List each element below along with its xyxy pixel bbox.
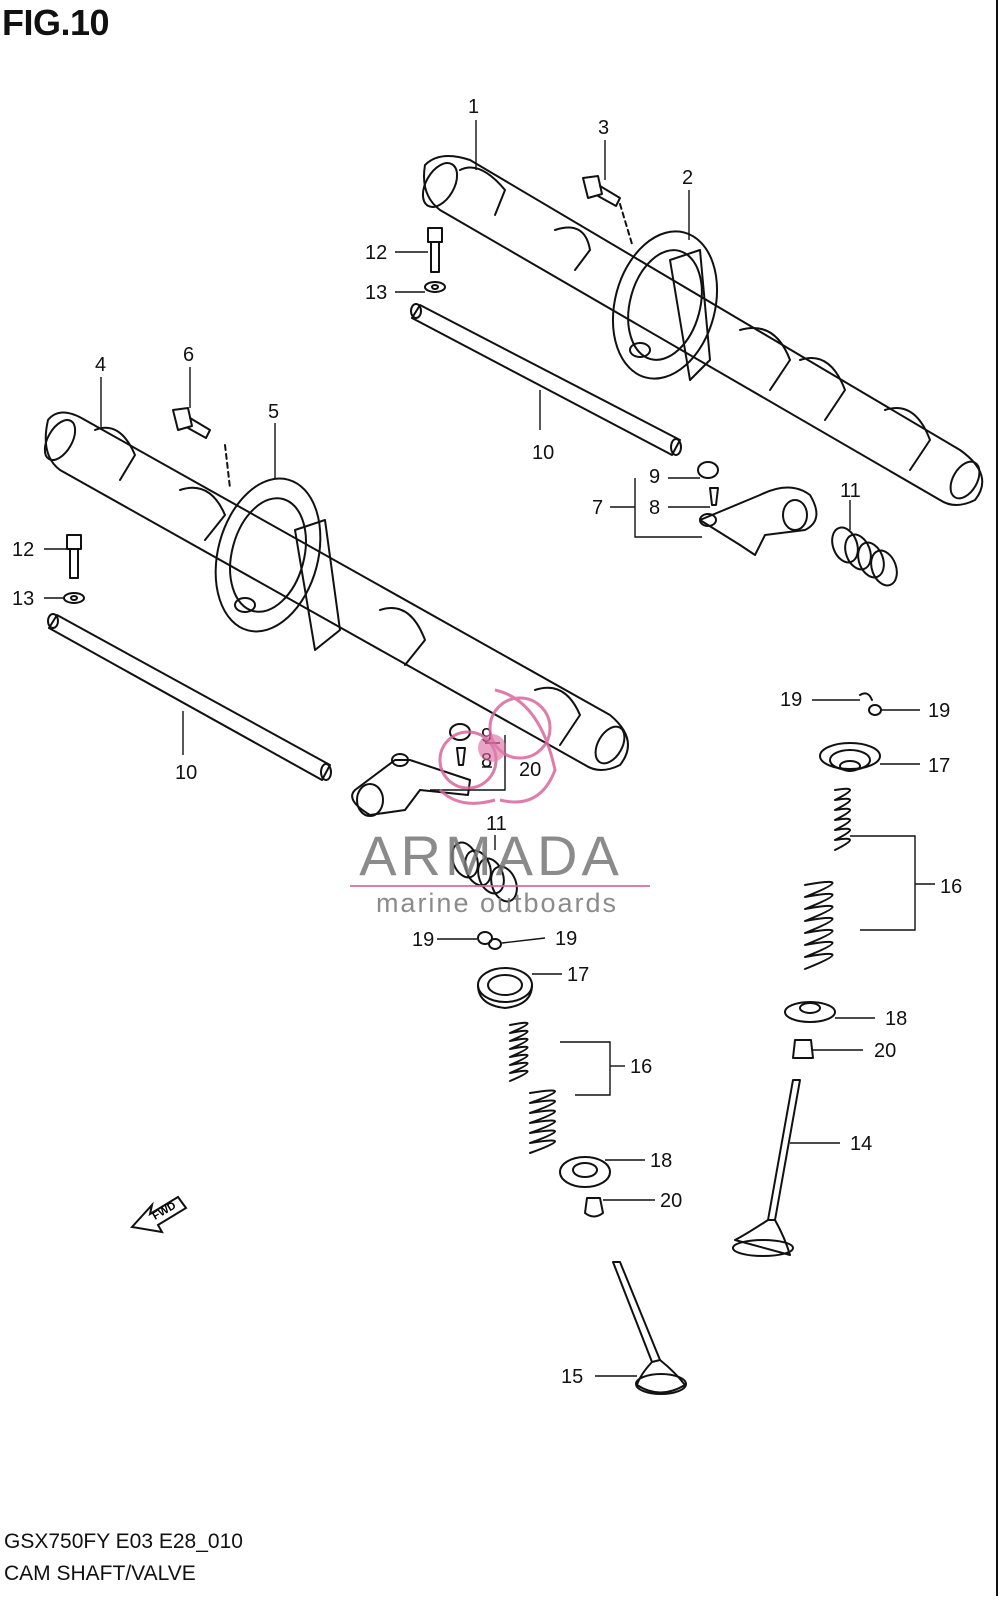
rocker-shaft-lower (47, 613, 332, 781)
callout-19-center-b: 19 (555, 928, 577, 950)
adjuster-screw-lower (456, 747, 466, 766)
camshaft-exhaust (421, 155, 984, 506)
callout-18-right: 18 (885, 1008, 907, 1030)
callout-8-lower: 8 (481, 750, 492, 772)
callout-3: 3 (598, 117, 609, 139)
callout-14: 14 (850, 1133, 872, 1155)
armada-watermark: ARMADA marine outboards (350, 688, 650, 918)
callout-17-center: 17 (567, 964, 589, 986)
callout-4: 4 (95, 354, 106, 376)
model-code: GSX750FY E03 E28_010 (4, 1530, 243, 1553)
retainer-center (477, 967, 533, 1009)
valve-springs-center (509, 1021, 556, 1154)
sprocket-bolt-upper (582, 175, 633, 245)
exhaust-valve (732, 1079, 801, 1257)
callout-13-lower: 13 (12, 588, 34, 610)
valve-seal-center (584, 1197, 604, 1218)
figure-title: FIG.10 (2, 2, 110, 43)
camshaft-intake (43, 411, 629, 771)
callout-10-upper: 10 (532, 442, 554, 464)
adjuster-screw-upper (709, 487, 719, 506)
valve-seal-right (792, 1039, 814, 1059)
callout-13-upper: 13 (365, 282, 387, 304)
spring-seat-center (559, 1156, 611, 1188)
callout-10-lower: 10 (175, 762, 197, 784)
callout-1: 1 (468, 96, 479, 118)
rocker-shaft-bolt-lower (63, 534, 85, 604)
sprocket-bolt-lower (172, 407, 231, 489)
adjuster-nut-upper (697, 461, 719, 479)
cam-sprocket-intake (214, 477, 341, 651)
valve-springs-right (804, 787, 851, 970)
callout-19-right-b: 19 (928, 700, 950, 722)
retainer-right (819, 742, 881, 772)
callout-9-upper: 9 (649, 466, 660, 488)
intake-valve (612, 1261, 687, 1395)
callout-19-right-a: 19 (780, 689, 802, 711)
callout-19-center-a: 19 (412, 929, 434, 951)
callout-18-center: 18 (650, 1150, 672, 1172)
spring-seat-right (784, 1001, 836, 1023)
cotters-right (859, 692, 882, 716)
callout-20-center: 20 (660, 1190, 682, 1212)
callout-11-upper: 11 (840, 480, 861, 502)
cam-sprocket-exhaust (611, 230, 719, 381)
callout-11-lower: 11 (486, 813, 507, 835)
rocker-shaft-bolt-upper (424, 227, 446, 293)
callout-7: 7 (592, 497, 603, 519)
callout-15: 15 (561, 1366, 583, 1388)
rocker-spring-lower (451, 841, 518, 903)
right-border (996, 0, 998, 1596)
rocker-arm-upper (699, 486, 818, 556)
callout-20-right: 20 (874, 1040, 896, 1062)
callout-20-upper: 20 (519, 759, 541, 781)
figure-caption: CAM SHAFT/VALVE (4, 1562, 196, 1585)
watermark-tagline: marine outboards (376, 888, 618, 918)
callout-6: 6 (183, 344, 194, 366)
callout-12-lower: 12 (12, 539, 34, 561)
callout-16-center: 16 (630, 1056, 652, 1078)
callout-16-right: 16 (940, 876, 962, 898)
callout-5: 5 (268, 401, 279, 423)
callout-2: 2 (682, 167, 693, 189)
callout-8-upper: 8 (649, 497, 660, 519)
rocker-shaft-upper (410, 303, 682, 456)
callout-12-upper: 12 (365, 242, 387, 264)
rocker-spring-upper (831, 526, 898, 587)
fwd-arrow-icon: FWD (130, 1195, 188, 1234)
rocker-arm-lower (351, 753, 471, 817)
cotters-center (477, 931, 502, 950)
callout-17-right: 17 (928, 755, 950, 777)
watermark-brand: ARMADA (359, 824, 623, 887)
